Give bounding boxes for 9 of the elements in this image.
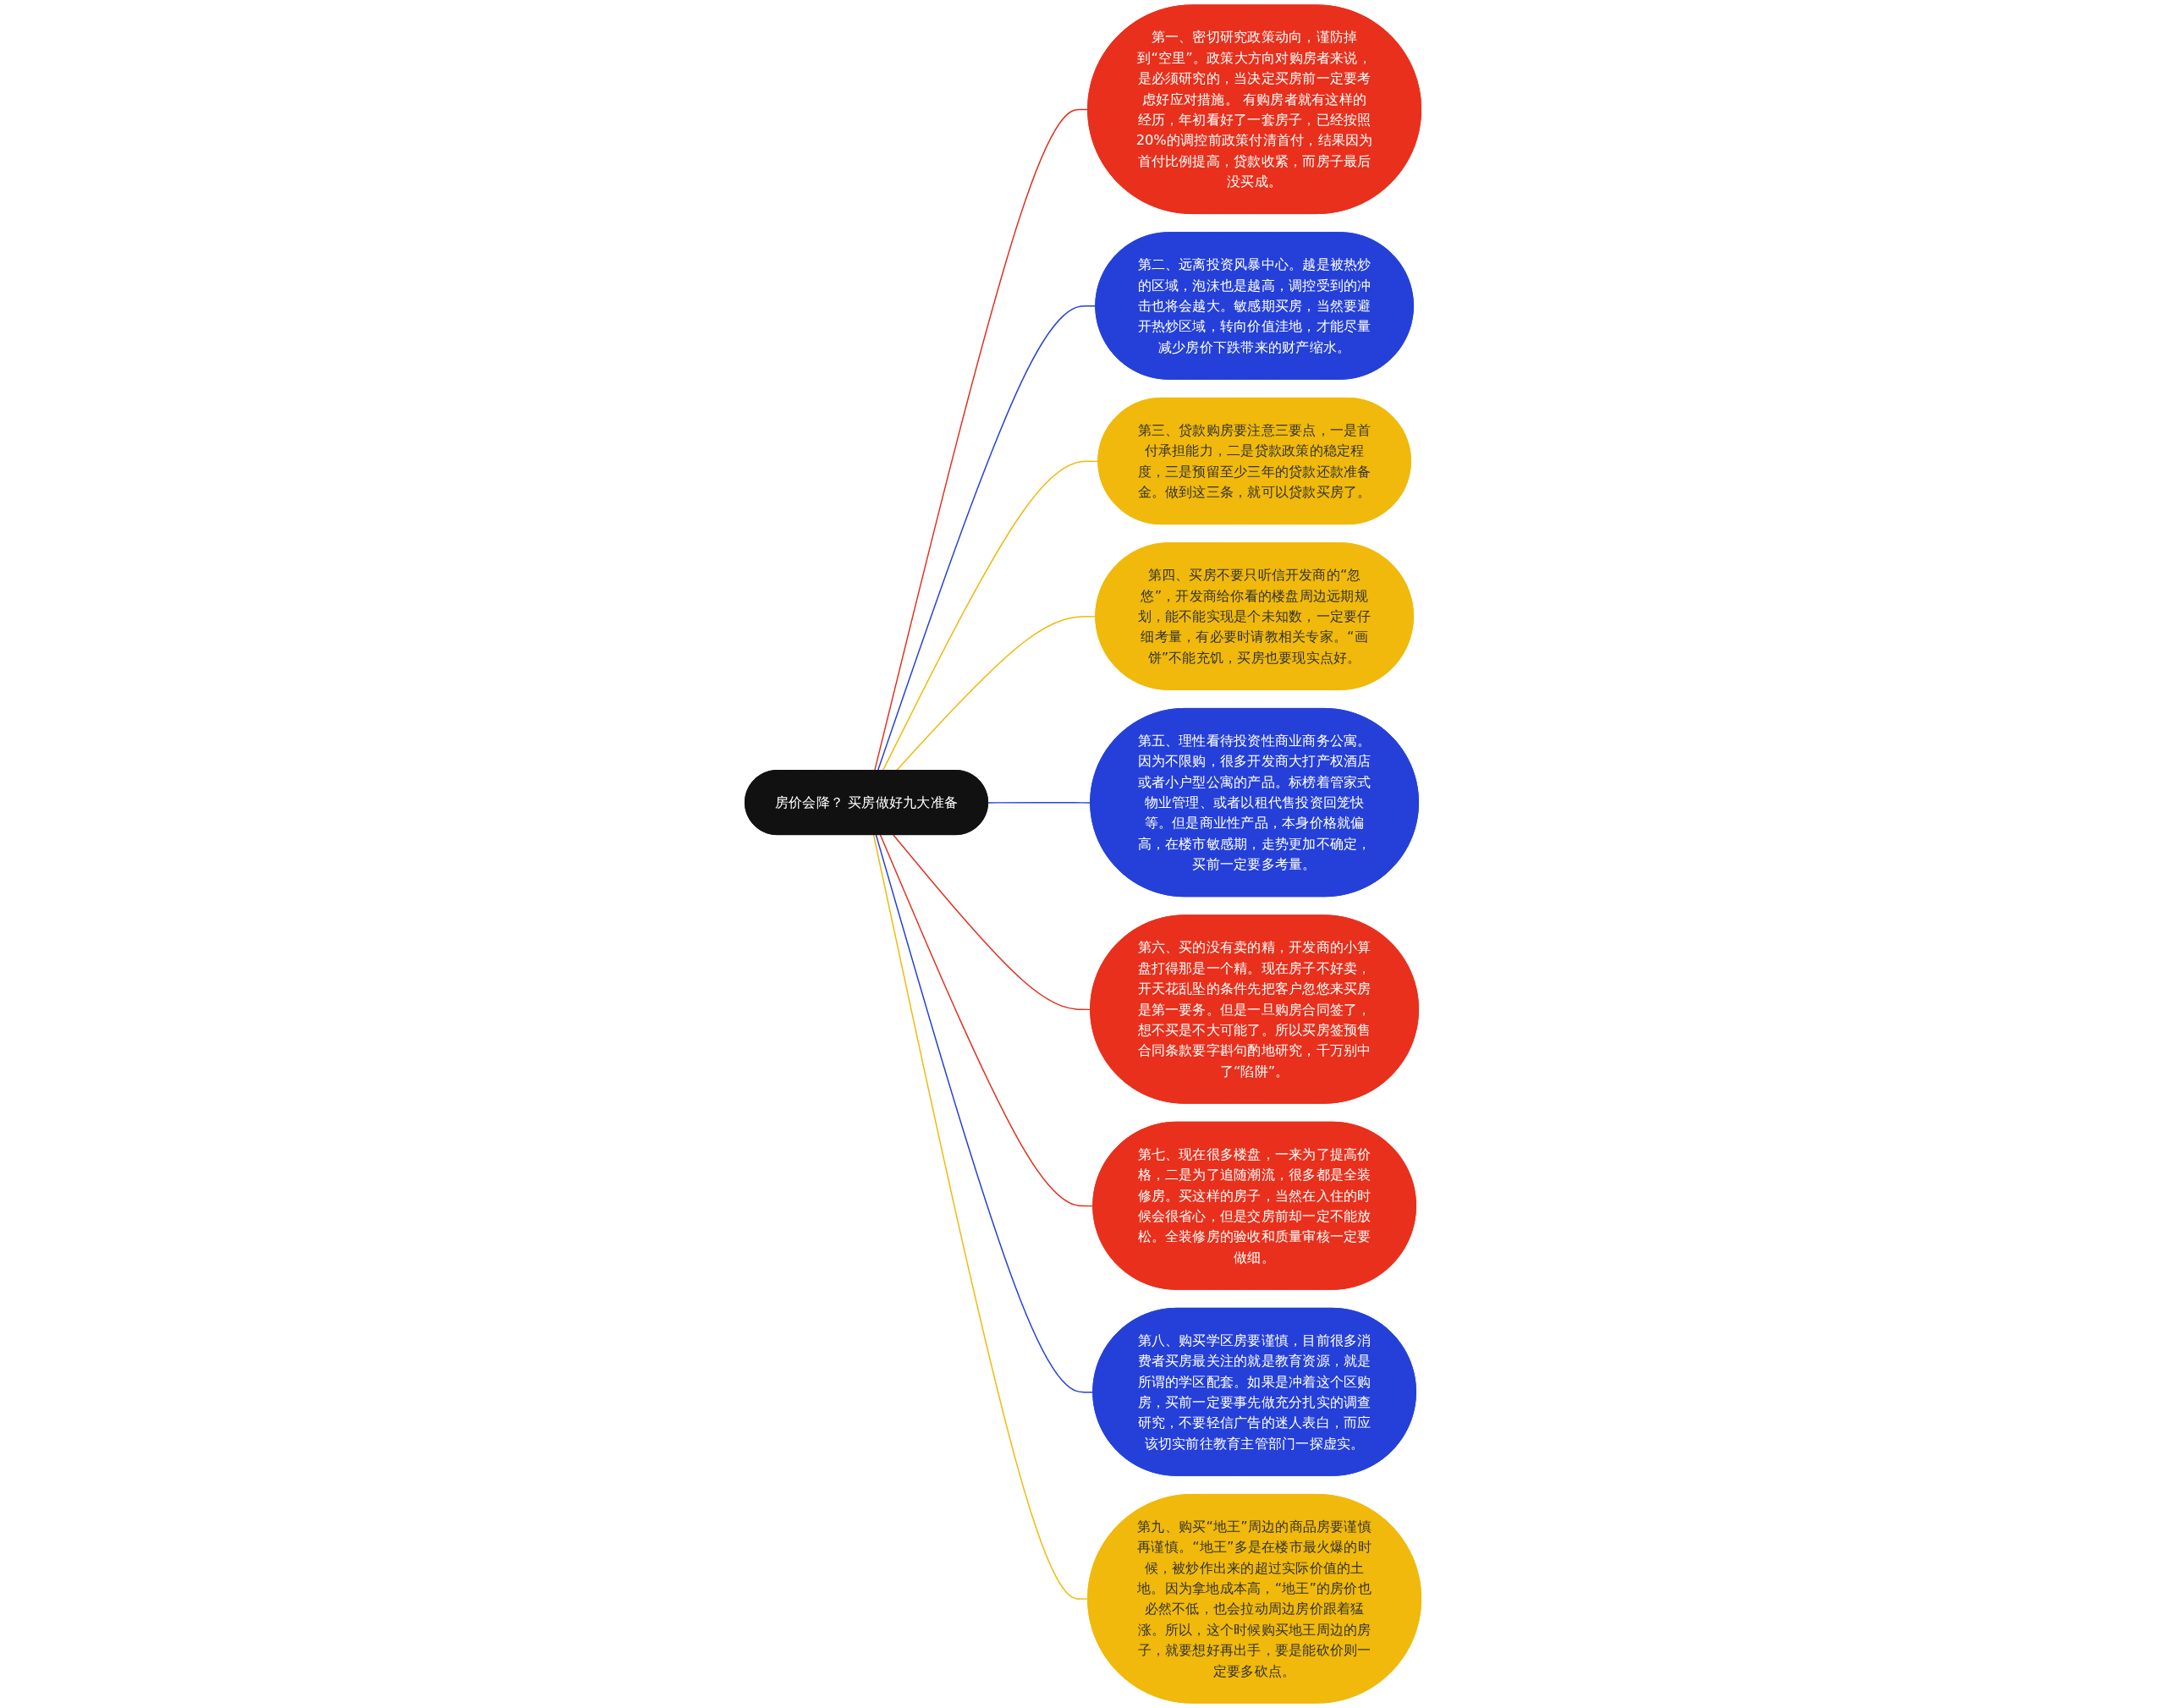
connector [893, 834, 1091, 1011]
connector [875, 834, 1094, 1393]
connector [874, 108, 1089, 772]
connector [877, 305, 1097, 772]
connector [879, 834, 1094, 1207]
connector [987, 801, 1091, 804]
connector [882, 460, 1099, 772]
connector [895, 616, 1097, 772]
connector [872, 834, 1089, 1600]
